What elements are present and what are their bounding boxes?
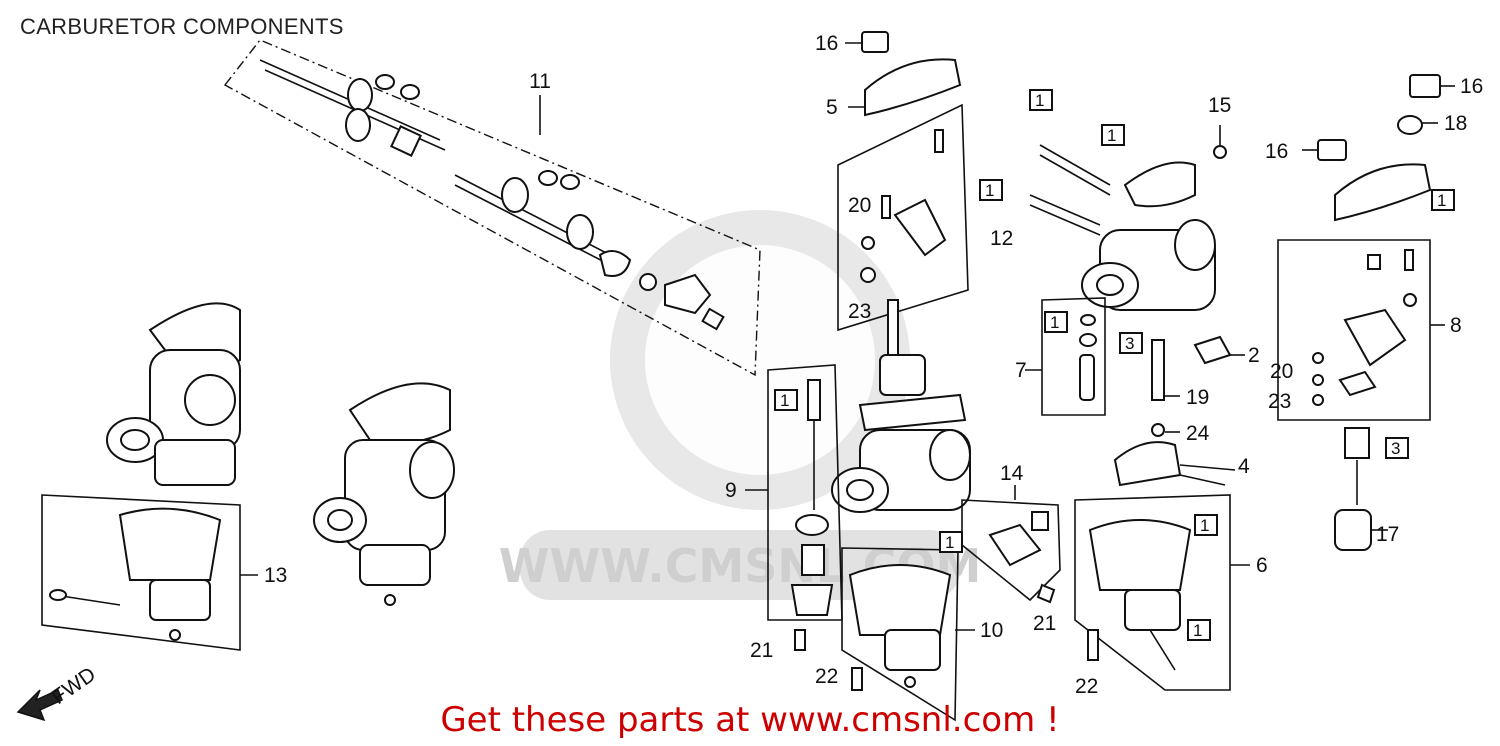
- callout-5: 5: [826, 96, 838, 119]
- callout-13: 13: [264, 564, 287, 587]
- shaft-assembly-11: 11: [223, 39, 761, 377]
- ref-1-box-9: 1: [780, 391, 789, 410]
- callout-19: 19: [1186, 386, 1209, 409]
- callout-16-b: 16: [1460, 75, 1483, 98]
- group-14: 1 14 21: [939, 462, 1061, 635]
- carburetor-left-top: [106, 302, 241, 486]
- group-17: 3 17: [1334, 427, 1409, 551]
- callout-10: 10: [980, 619, 1003, 642]
- callout-15: 15: [1208, 94, 1231, 117]
- callout-23-b: 23: [1268, 390, 1291, 413]
- ref-1-top-a: 1: [1035, 91, 1044, 110]
- diagram-title: CARBURETOR COMPONENTS: [20, 14, 344, 39]
- footer-link-text[interactable]: Get these parts at www.cmsnl.com !: [440, 700, 1060, 740]
- ref-1-box-7: 1: [1050, 313, 1059, 332]
- float-chamber-13: 13: [41, 494, 287, 651]
- callout-4: 4: [1238, 455, 1250, 478]
- carburetor-center-left: [313, 382, 455, 606]
- callout-2: 2: [1248, 344, 1260, 367]
- callout-9: 9: [725, 479, 737, 502]
- top-cover-group: 16 5 20 23: [815, 31, 969, 332]
- group-8: 20 23 8: [1268, 239, 1462, 421]
- ref-1-right: 1: [1437, 191, 1446, 210]
- callout-22-b: 22: [1075, 675, 1098, 698]
- callout-11: 11: [529, 70, 551, 93]
- callout-18: 18: [1444, 112, 1467, 135]
- callout-20-a: 20: [848, 194, 871, 217]
- ref-1-top-b: 1: [1107, 126, 1116, 145]
- callout-21-a: 21: [750, 639, 773, 662]
- callout-21-b: 21: [1033, 612, 1056, 635]
- jet-group: 3 19 24 2 4: [1113, 332, 1260, 487]
- float-bowl-6: 1 1 6 22: [1074, 494, 1268, 698]
- ref-1-box-6-b: 1: [1193, 621, 1202, 640]
- callout-6: 6: [1256, 554, 1268, 577]
- group-7: 1 7: [1015, 297, 1106, 416]
- callout-22-a: 22: [815, 665, 838, 688]
- callout-12: 12: [990, 227, 1013, 250]
- callout-16-a: 16: [815, 32, 838, 55]
- callout-23-a: 23: [848, 300, 871, 323]
- callout-16-c: 16: [1265, 140, 1288, 163]
- ref-3-a: 3: [1125, 334, 1134, 353]
- ref-1-box-14: 1: [945, 533, 954, 552]
- ref-3-b: 3: [1391, 439, 1400, 458]
- callout-14: 14: [1000, 462, 1024, 485]
- right-top-cover-group: 16 18 16 1: [1265, 74, 1483, 222]
- callout-8: 8: [1450, 314, 1462, 337]
- float-bowl-10: 10 21 22: [750, 547, 1003, 722]
- ref-1-box-6-a: 1: [1200, 516, 1209, 535]
- callout-17: 17: [1376, 523, 1399, 546]
- callout-24: 24: [1186, 422, 1210, 445]
- callout-20-b: 20: [1270, 360, 1293, 383]
- callout-7: 7: [1015, 359, 1027, 382]
- ref-1-top-c: 1: [985, 181, 994, 200]
- carburetor-right-center: 1 1 1 12 15: [979, 89, 1231, 311]
- carburetor-center: [831, 299, 971, 513]
